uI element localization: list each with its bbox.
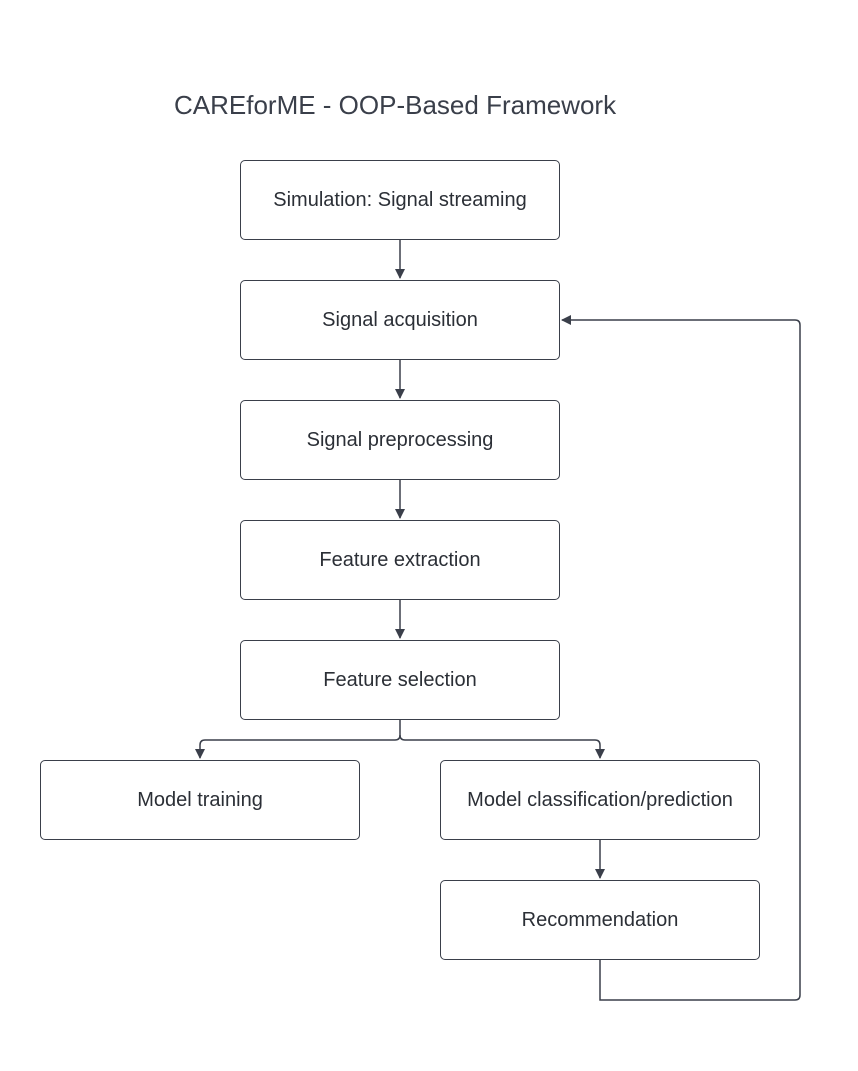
node-training-label: Model training (137, 788, 263, 811)
node-training: Model training (40, 760, 360, 840)
node-recommendation: Recommendation (440, 880, 760, 960)
node-preprocessing-label: Signal preprocessing (306, 428, 494, 451)
node-simulation-label: Simulation: Signal streaming (273, 188, 527, 211)
diagram-title: CAREforME - OOP-Based Framework (174, 90, 617, 120)
node-preprocessing: Signal preprocessing (240, 400, 560, 480)
edge-selection-to-classification (399, 734, 605, 759)
node-selection-label: Feature selection (323, 668, 477, 691)
node-acquisition-label: Signal acquisition (322, 308, 478, 331)
node-classification-label: Model classification/prediction (467, 788, 733, 811)
node-simulation: Simulation: Signal streaming (240, 160, 560, 240)
node-extraction: Feature extraction (240, 520, 560, 600)
node-classification: Model classification/prediction (440, 760, 760, 840)
edge-selection-to-training (195, 720, 401, 759)
node-acquisition: Signal acquisition (240, 280, 560, 360)
node-extraction-label: Feature extraction (319, 548, 481, 571)
edge-recommendation-to-acquisition (561, 315, 801, 1001)
node-recommendation-label: Recommendation (521, 908, 679, 931)
node-selection: Feature selection (240, 640, 560, 720)
